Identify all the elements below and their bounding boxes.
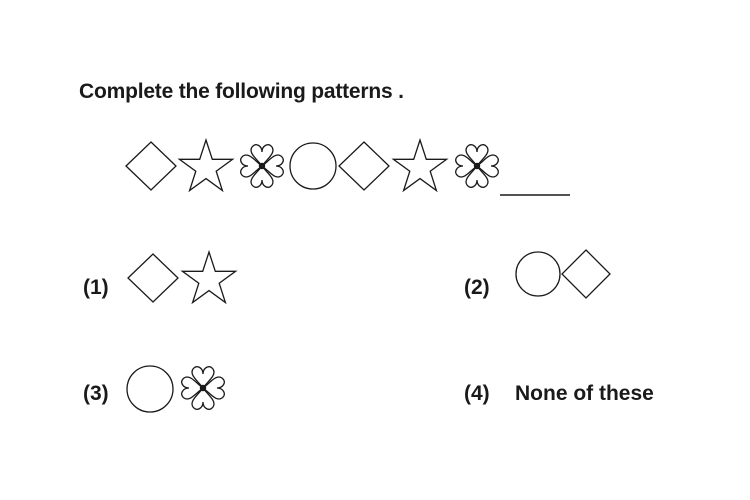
diamond-icon [125,141,177,191]
option-3-label: (3) [83,382,109,405]
flower-icon [455,144,499,188]
star-icon [391,137,449,193]
option-4-text: None of these [515,382,654,405]
question-text: Complete the following patterns . [79,80,404,103]
option-1-label: (1) [83,276,109,299]
circle-icon [126,365,174,413]
option-4-label: (4) [464,382,490,405]
option-2-label: (2) [464,276,490,299]
star-icon [177,137,235,193]
option-2-shapes [515,249,611,299]
option-3-shapes [126,365,225,413]
star-icon [180,249,238,305]
circle-icon [515,251,561,297]
flower-icon [240,144,284,188]
diamond-icon [127,253,179,303]
circle-icon [289,142,337,190]
diamond-icon [561,249,611,299]
pattern-row [125,137,570,196]
option-1-shapes [127,249,238,305]
flower-icon [181,366,225,410]
diamond-icon [338,141,390,191]
